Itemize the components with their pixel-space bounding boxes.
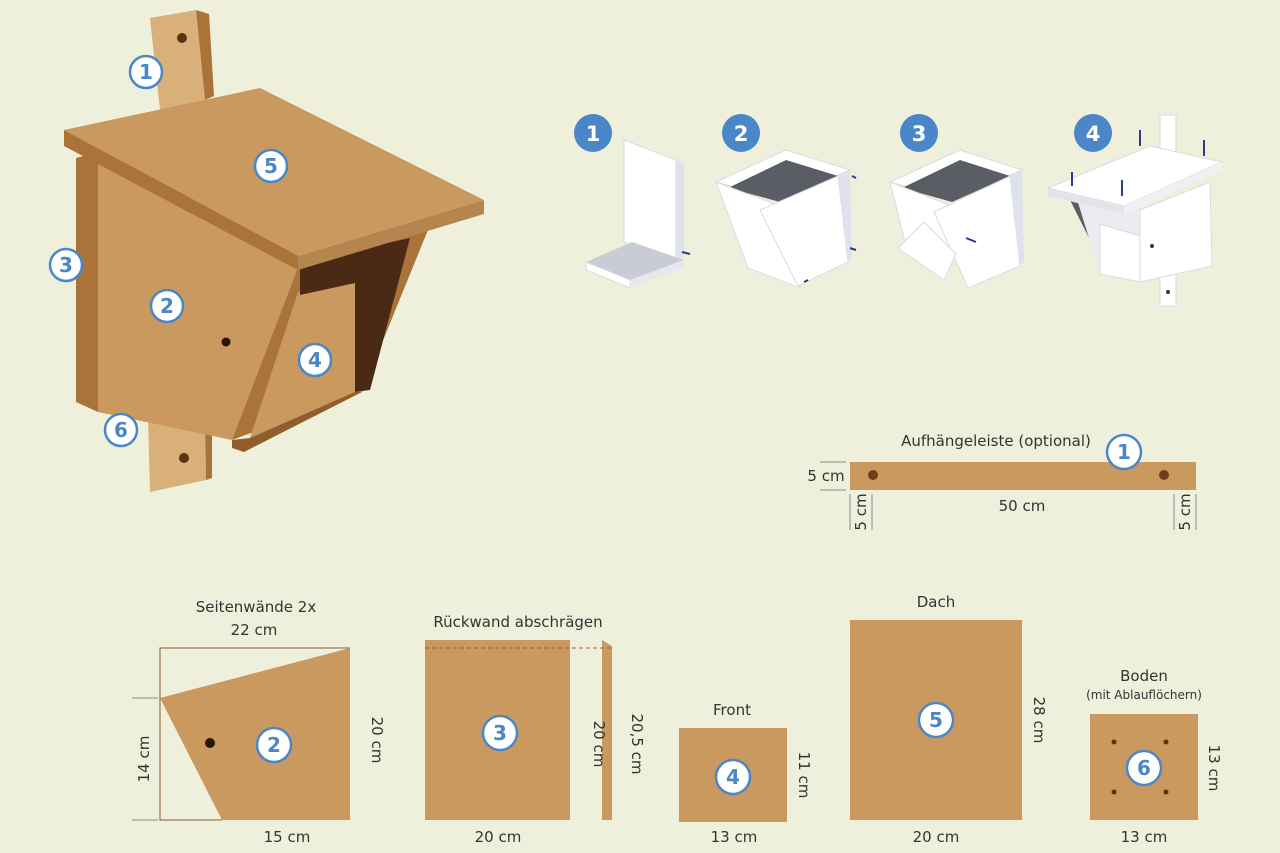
assembly-step-3: 3: [888, 114, 1024, 289]
back-wall-side-view: [602, 640, 612, 820]
step-number: 4: [1086, 122, 1101, 146]
mounting-hole: [177, 33, 187, 43]
badge-number: 3: [59, 253, 73, 277]
badge-number: 6: [114, 418, 128, 442]
screw-icon: [851, 175, 857, 179]
front-width: 13 cm: [711, 828, 758, 846]
side-walls-right-height: 20 cm: [368, 717, 386, 764]
back-wall-badge: 3: [481, 714, 519, 752]
side-walls-title: Seitenwände 2x: [196, 598, 317, 616]
mounting-strip-board: [850, 462, 1196, 490]
back-wall-bevel-height: 20,5 cm: [628, 713, 646, 774]
front-title: Front: [713, 701, 751, 719]
mounting-hole: [179, 453, 189, 463]
strip-width-label: 5 cm: [807, 467, 844, 485]
badge-number: 3: [493, 721, 507, 745]
back-wall-edge: [76, 152, 98, 412]
roof-title: Dach: [917, 593, 956, 611]
step-circle-icon: [722, 114, 760, 152]
roof-height: 28 cm: [1030, 697, 1048, 744]
drain-hole: [1163, 789, 1169, 795]
step-number: 2: [734, 122, 749, 146]
badge-number: 2: [267, 733, 281, 757]
entrance-hole: [205, 738, 215, 748]
assembled-badge-2: 2: [149, 288, 185, 324]
badge-number: 5: [929, 708, 943, 732]
side-walls-plan: Seitenwände 2x 22 cm 2 14 cm 20 cm 15 cm: [132, 598, 386, 846]
badge-number: 1: [1117, 440, 1131, 464]
entrance-hole: [221, 337, 231, 347]
back-wall-plan: Rückwand abschrägen 3 20 cm 20,5 cm 20 c…: [425, 613, 646, 846]
floor-title: Boden: [1120, 667, 1168, 685]
mounting-hole: [1159, 470, 1169, 480]
assembled-badge-4: 4: [297, 342, 333, 378]
floor-height: 13 cm: [1205, 745, 1223, 792]
badge-number: 6: [1137, 756, 1151, 780]
screw-icon: [803, 279, 809, 283]
side-wall-board: [160, 648, 350, 820]
back-wall-width: 20 cm: [475, 828, 522, 846]
mounting-strip-title: Aufhängeleiste (optional): [901, 432, 1091, 450]
assembled-badge-1: 1: [128, 54, 164, 90]
step-circle-icon: [1074, 114, 1112, 152]
side-walls-bottom-width: 15 cm: [264, 828, 311, 846]
badge-number: 4: [726, 765, 740, 789]
roof-width: 20 cm: [913, 828, 960, 846]
floor-badge: 6: [1125, 749, 1163, 787]
floor-width: 13 cm: [1121, 828, 1168, 846]
step-number: 1: [586, 122, 601, 146]
badge-number: 2: [160, 294, 174, 318]
assembly-step-4: 4: [1046, 114, 1224, 307]
assembled-badge-5: 5: [253, 148, 289, 184]
screw-icon: [849, 247, 857, 251]
assembled-badge-6: 6: [103, 412, 139, 448]
drain-hole: [1111, 739, 1117, 745]
badge-number: 1: [139, 60, 153, 84]
mounting-strip-badge: 1: [1105, 433, 1143, 471]
side-walls-top-width: 22 cm: [231, 621, 278, 639]
side-wall-badge: 2: [255, 726, 293, 764]
mounting-strip-plan: Aufhängeleiste (optional) 1 5 cm 5 cm 50…: [807, 432, 1197, 531]
step-circle-icon: [574, 114, 612, 152]
floor-subtitle: (mit Ablauflöchern): [1086, 688, 1202, 702]
screw-icon: [965, 237, 977, 243]
left-hole-offset-label: 5 cm: [852, 493, 870, 530]
hanging-strip-bottom: [148, 418, 212, 492]
screw-icon: [681, 251, 691, 255]
right-hole-offset-label: 5 cm: [1176, 493, 1194, 530]
front-height: 11 cm: [795, 752, 813, 799]
back-wall-title: Rückwand abschrägen: [433, 613, 602, 631]
drain-hole: [1111, 789, 1117, 795]
step-number: 3: [912, 122, 927, 146]
badge-number: 5: [264, 154, 278, 178]
hanging-strip: [150, 10, 214, 110]
front-badge: 4: [714, 758, 752, 796]
mounting-hole: [868, 470, 878, 480]
floor-plan: Boden (mit Ablauflöchern) 6 13 cm 13 cm: [1086, 667, 1223, 846]
roof-plan: Dach 5 28 cm 20 cm: [850, 593, 1048, 846]
side-walls-left-height: 14 cm: [135, 736, 153, 783]
drain-hole: [1163, 739, 1169, 745]
front-plan: Front 4 11 cm 13 cm: [679, 701, 813, 846]
strip-length-label: 50 cm: [999, 497, 1046, 515]
assembly-step-1: 1: [574, 114, 691, 289]
badge-number: 4: [308, 348, 322, 372]
assembly-step-2: 2: [714, 114, 857, 289]
step-circle-icon: [900, 114, 938, 152]
assembled-badge-3: 3: [48, 247, 84, 283]
roof-badge: 5: [917, 701, 955, 739]
back-wall-height: 20 cm: [590, 721, 608, 768]
cut-outline: [159, 647, 350, 821]
